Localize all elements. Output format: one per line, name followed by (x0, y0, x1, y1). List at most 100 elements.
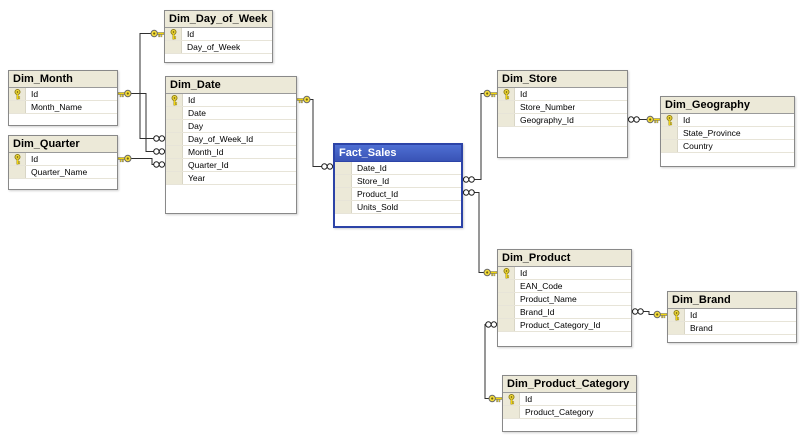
relationship-line[interactable] (297, 99, 333, 167)
row-selector-cell (498, 280, 515, 292)
field-row-dim_geography-country[interactable]: Country (661, 140, 794, 153)
field-label: Id (683, 115, 691, 125)
field-label: Day_of_Week (187, 42, 241, 52)
relationship-line[interactable] (118, 93, 165, 152)
field-label: Brand_Id (520, 307, 555, 317)
field-row-dim_geography-id[interactable]: Id (661, 114, 794, 127)
field-row-dim_date-day_of_week_id[interactable]: Day_of_Week_Id (166, 133, 296, 146)
row-selector-cell (661, 127, 678, 139)
many-side-infinity-icon (462, 176, 475, 183)
relationship-fk-dim-product-dim-product-category[interactable] (484, 321, 503, 403)
table-title-dim_product[interactable]: Dim_Product (498, 250, 631, 267)
one-side-key-icon (483, 89, 498, 98)
field-row-dim_product-id[interactable]: Id (498, 267, 631, 280)
field-row-dim_date-id[interactable]: Id (166, 94, 296, 107)
table-title-dim_brand[interactable]: Dim_Brand (668, 292, 796, 309)
one-side-key-icon (488, 394, 503, 403)
relationship-fk-dim-date-dim-month[interactable] (117, 89, 166, 155)
field-row-dim_product-ean_code[interactable]: EAN_Code (498, 280, 631, 293)
field-row-dim_store-geography_id[interactable]: Geography_Id (498, 114, 627, 127)
field-row-dim_date-day[interactable]: Day (166, 120, 296, 133)
field-row-dim_product_category-id[interactable]: Id (503, 393, 636, 406)
field-row-dim_date-year[interactable]: Year (166, 172, 296, 185)
field-row-dim_store-id[interactable]: Id (498, 88, 627, 101)
table-title-dim_month[interactable]: Dim_Month (9, 71, 117, 88)
primary-key-icon (9, 88, 26, 100)
table-title-dim_day_of_week[interactable]: Dim_Day_of_Week (165, 11, 272, 28)
field-row-dim_date-month_id[interactable]: Month_Id (166, 146, 296, 159)
field-row-dim_product-product_category_id[interactable]: Product_Category_Id (498, 319, 631, 332)
one-side-key-icon (646, 115, 661, 124)
field-row-fact_sales-date_id[interactable]: Date_Id (335, 162, 461, 175)
relationship-line[interactable] (463, 192, 497, 273)
relationship-fk-fact-sales-dim-store[interactable] (462, 89, 498, 183)
field-label: Date_Id (357, 163, 387, 173)
field-row-dim_date-date[interactable]: Date (166, 107, 296, 120)
relationship-fk-dim-product-dim-brand[interactable] (631, 308, 668, 319)
table-title-dim_quarter[interactable]: Dim_Quarter (9, 136, 117, 153)
table-title-dim_date[interactable]: Dim_Date (166, 77, 296, 94)
field-row-fact_sales-product_id[interactable]: Product_Id (335, 188, 461, 201)
relationship-fk-fact-sales-dim-product[interactable] (462, 189, 498, 277)
field-row-dim_date-quarter_id[interactable]: Quarter_Id (166, 159, 296, 172)
field-row-dim_day_of_week-id[interactable]: Id (165, 28, 272, 41)
row-selector-cell (498, 306, 515, 318)
field-label: Day (188, 121, 204, 131)
row-selector-cell (498, 293, 515, 305)
field-row-dim_month-id[interactable]: Id (9, 88, 117, 101)
relationship-fk-fact-sales-dim-date[interactable] (296, 95, 334, 170)
row-selector-cell (166, 107, 183, 119)
field-row-dim_quarter-quarter_name[interactable]: Quarter_Name (9, 166, 117, 179)
row-selector-cell (498, 319, 515, 331)
relationship-fk-dim-date-dim-quarter[interactable] (117, 154, 166, 168)
field-row-dim_quarter-id[interactable]: Id (9, 153, 117, 166)
field-row-dim_product_category-product_category[interactable]: Product_Category (503, 406, 636, 419)
field-label: Month_Id (188, 147, 224, 157)
field-row-dim_store-store_number[interactable]: Store_Number (498, 101, 627, 114)
field-row-fact_sales-units_sold[interactable]: Units_Sold (335, 201, 461, 214)
many-side-infinity-icon (153, 161, 166, 168)
field-row-dim_product-brand_id[interactable]: Brand_Id (498, 306, 631, 319)
field-label: Id (520, 268, 528, 278)
field-row-dim_brand-id[interactable]: Id (668, 309, 796, 322)
many-side-infinity-icon (462, 189, 475, 196)
relationship-line[interactable] (139, 33, 165, 139)
table-title-dim_product_category[interactable]: Dim_Product_Category (503, 376, 636, 393)
field-row-dim_geography-state_province[interactable]: State_Province (661, 127, 794, 140)
field-row-dim_day_of_week-day_of_week[interactable]: Day_of_Week (165, 41, 272, 54)
field-label: Id (525, 394, 533, 404)
relationship-fk-dim-store-dim-geography[interactable] (627, 115, 661, 124)
one-side-key-icon (296, 95, 311, 104)
primary-key-icon (503, 393, 520, 405)
many-side-infinity-icon (631, 308, 644, 315)
row-selector-cell (668, 322, 685, 334)
field-row-fact_sales-store_id[interactable]: Store_Id (335, 175, 461, 188)
row-selector-cell (166, 146, 183, 158)
relationship-line[interactable] (463, 93, 497, 180)
row-selector-cell (335, 162, 352, 174)
field-label: Date (188, 108, 206, 118)
row-selector-cell (9, 101, 26, 113)
table-title-fact_sales[interactable]: Fact_Sales (335, 145, 461, 162)
many-side-infinity-icon (321, 163, 334, 170)
table-title-dim_geography[interactable]: Dim_Geography (661, 97, 794, 114)
table-title-dim_store[interactable]: Dim_Store (498, 71, 627, 88)
field-row-dim_product-product_name[interactable]: Product_Name (498, 293, 631, 306)
relationship-fk-dim-date-dim-day-of-week[interactable] (139, 29, 166, 142)
row-selector-cell (166, 159, 183, 171)
field-row-dim_brand-brand[interactable]: Brand (668, 322, 796, 335)
field-row-dim_month-month_name[interactable]: Month_Name (9, 101, 117, 114)
field-label: Country (683, 141, 713, 151)
